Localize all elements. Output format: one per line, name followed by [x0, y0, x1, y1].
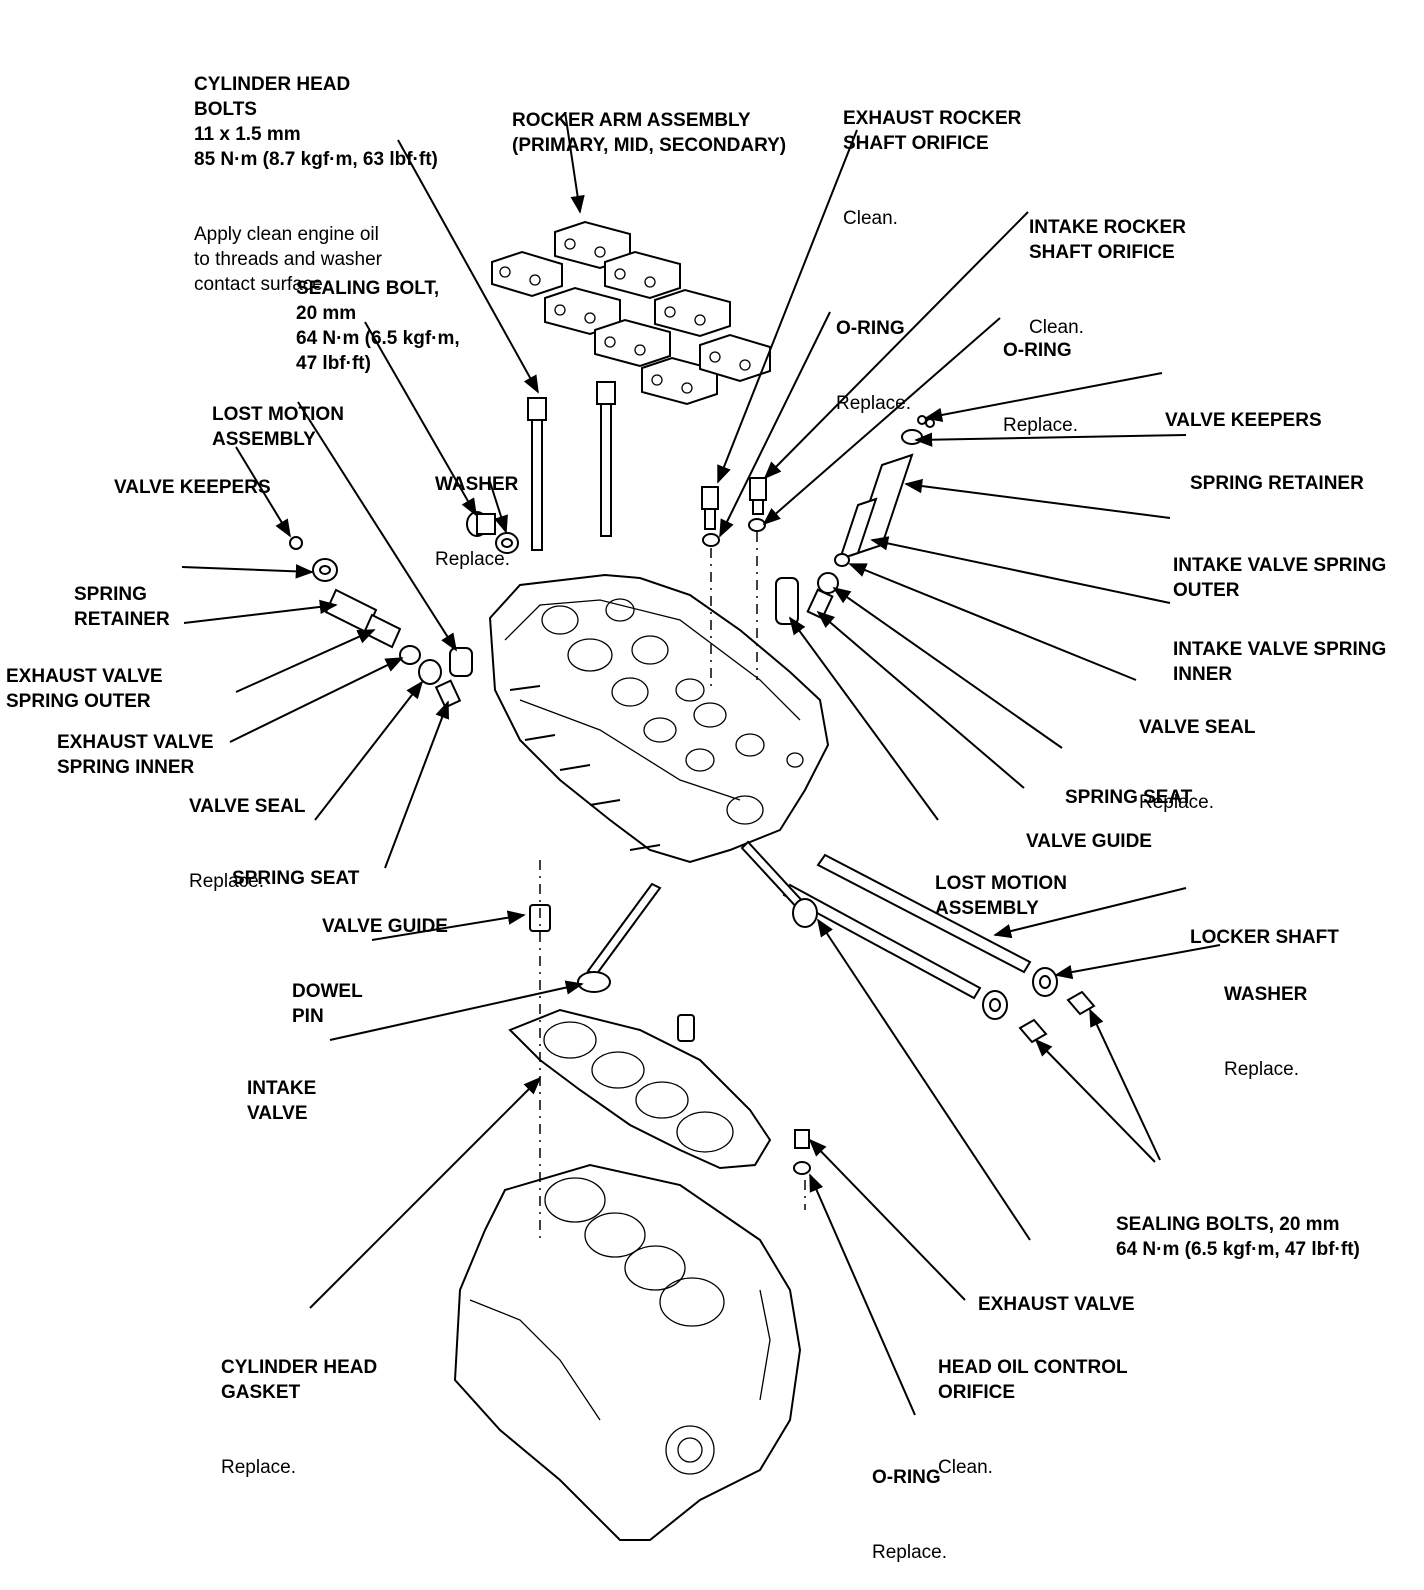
callout-valve-seal-right: VALVE SEAL Replace. — [1139, 717, 1256, 813]
intake-valve-train — [775, 415, 935, 625]
callout-sealing-bolts: SEALING BOLTS, 20 mm 64 N·m (6.5 kgf·m, … — [1116, 1214, 1360, 1260]
callout-valve-guide-left: VALVE GUIDE — [322, 916, 448, 937]
callout-exhaust-valve-spring-outer: EXHAUST VALVE SPRING OUTER — [6, 666, 163, 712]
oil-control-orifice — [793, 1129, 811, 1175]
callout-o-ring-2: O-RING Replace. — [1003, 340, 1078, 436]
callout-washer-left: WASHER Replace. — [435, 474, 519, 570]
valves — [577, 840, 818, 993]
callout-head-oil-control-orifice: HEAD OIL CONTROL ORIFICE Clean. — [938, 1357, 1128, 1478]
rocker-arm-assemblies — [491, 220, 771, 406]
engine-block — [453, 1163, 802, 1541]
callout-intake-valve-spring-inner: INTAKE VALVE SPRING INNER — [1173, 639, 1387, 685]
callout-cylinder-head-bolts: CYLINDER HEAD BOLTS 11 x 1.5 mm 85 N·m (… — [194, 74, 438, 295]
callout-spring-seat-left: SPRING SEAT — [232, 868, 360, 889]
callout-cylinder-head-gasket: CYLINDER HEAD GASKET Replace. — [221, 1357, 378, 1478]
callout-washer-right: WASHER Replace. — [1224, 984, 1308, 1080]
callout-locker-shaft: LOCKER SHAFT — [1190, 927, 1339, 948]
callout-valve-seal-left: VALVE SEAL Replace. — [189, 796, 306, 892]
callout-exhaust-rocker-shaft-orifice: EXHAUST ROCKER SHAFT ORIFICE Clean. — [843, 108, 1022, 229]
alignment-lines — [539, 532, 806, 1240]
callout-intake-valve: INTAKE VALVE — [247, 1078, 317, 1124]
sealing-bolts-right — [982, 967, 1096, 1044]
rocker-shaft-orifices — [701, 477, 767, 547]
callout-exhaust-valve: EXHAUST VALVE — [978, 1294, 1135, 1315]
callout-dowel-pin: DOWEL PIN — [292, 981, 363, 1027]
cylinder-head-gasket-part — [508, 1008, 772, 1170]
callout-spring-retainer-right: SPRING RETAINER — [1190, 473, 1364, 494]
sealing-bolt-left — [466, 511, 519, 554]
callout-exhaust-valve-spring-inner: EXHAUST VALVE SPRING INNER — [57, 732, 214, 778]
callout-o-ring-3: O-RING Replace. — [872, 1467, 947, 1563]
callout-lost-motion-assembly-left: LOST MOTION ASSEMBLY — [212, 404, 344, 450]
callout-valve-guide-right: VALVE GUIDE — [1026, 831, 1152, 852]
callout-intake-rocker-shaft-orifice: INTAKE ROCKER SHAFT ORIFICE Clean. — [1029, 217, 1186, 338]
callout-valve-keepers-right: VALVE KEEPERS — [1165, 410, 1322, 431]
callout-spring-seat-right: SPRING SEAT — [1065, 787, 1193, 808]
cylinder-head-bolts — [527, 381, 616, 551]
callout-lost-motion-assembly-right: LOST MOTION ASSEMBLY — [935, 873, 1067, 919]
callout-valve-keepers-left: VALVE KEEPERS — [114, 477, 271, 498]
callout-spring-retainer-left: SPRING RETAINER — [74, 584, 170, 630]
callout-o-ring-1: O-RING Replace. — [836, 318, 911, 414]
cylinder-head — [488, 573, 830, 864]
callout-intake-valve-spring-outer: INTAKE VALVE SPRING OUTER — [1173, 555, 1387, 601]
leader-lines — [181, 111, 1221, 1416]
exhaust-valve-train — [289, 536, 473, 709]
callout-sealing-bolt: SEALING BOLT, 20 mm 64 N·m (6.5 kgf·m, 4… — [296, 278, 460, 374]
callout-rocker-arm-assembly: ROCKER ARM ASSEMBLY (PRIMARY, MID, SECON… — [512, 110, 787, 156]
